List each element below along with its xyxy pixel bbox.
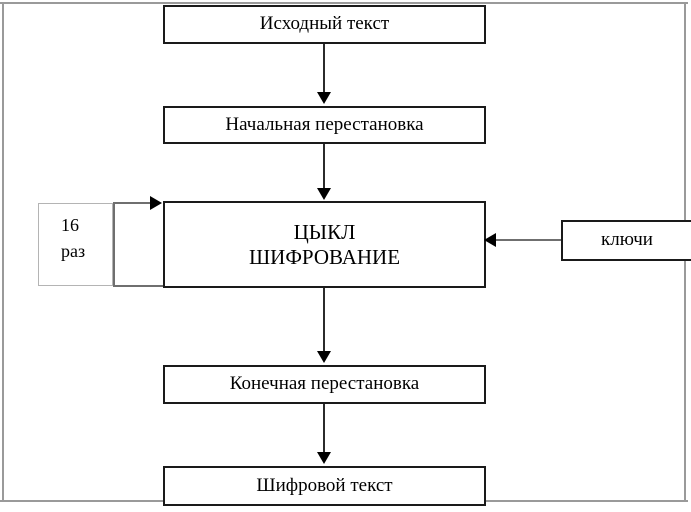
- node-keys: ключи: [561, 220, 691, 261]
- edge-cycle-loop-top: [113, 202, 155, 204]
- edge-initial-permutation-to-cycle: [323, 144, 325, 190]
- node-initial-permutation-label: Начальная перестановка: [225, 113, 424, 135]
- arrowhead-down-icon: [317, 188, 331, 200]
- arrowhead-down-icon: [317, 452, 331, 464]
- node-initial-permutation: Начальная перестановка: [163, 106, 486, 144]
- edge-plaintext-to-initial-permutation: [323, 44, 325, 94]
- node-ciphertext: Шифровой текст: [163, 466, 486, 506]
- node-final-permutation-label: Конечная перестановка: [229, 373, 420, 395]
- arrowhead-left-icon: [484, 233, 496, 247]
- arrowhead-right-icon: [150, 196, 162, 210]
- arrowhead-down-icon: [317, 92, 331, 104]
- edge-final-permutation-to-ciphertext: [323, 404, 325, 454]
- node-repeat-count-label: 16 раз: [61, 215, 86, 262]
- node-plaintext: Исходный текст: [163, 5, 486, 44]
- node-plaintext-label: Исходный текст: [259, 13, 390, 35]
- node-final-permutation: Конечная перестановка: [163, 365, 486, 404]
- edge-cycle-loop-left: [113, 202, 115, 287]
- page-frame-top: [0, 2, 688, 4]
- node-ciphertext-label: Шифровой текст: [256, 474, 393, 496]
- node-repeat-count: 16 раз: [38, 203, 113, 286]
- edge-cycle-loop-bottom: [113, 285, 175, 287]
- node-keys-label: ключи: [601, 229, 653, 251]
- node-encryption-cycle-label: ЦЫКЛ ШИФРОВАНИЕ: [248, 219, 401, 269]
- page-frame-left: [2, 2, 4, 502]
- edge-cycle-to-final-permutation: [323, 288, 325, 353]
- edge-keys-to-cycle: [489, 239, 562, 241]
- node-encryption-cycle: ЦЫКЛ ШИФРОВАНИЕ: [163, 201, 486, 288]
- arrowhead-down-icon: [317, 351, 331, 363]
